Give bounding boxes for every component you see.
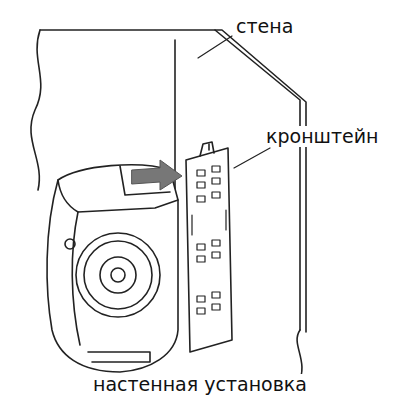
- caption: настенная установка: [91, 374, 309, 395]
- part-label: кронштейн: [264, 126, 381, 147]
- part-label: стена: [234, 16, 295, 37]
